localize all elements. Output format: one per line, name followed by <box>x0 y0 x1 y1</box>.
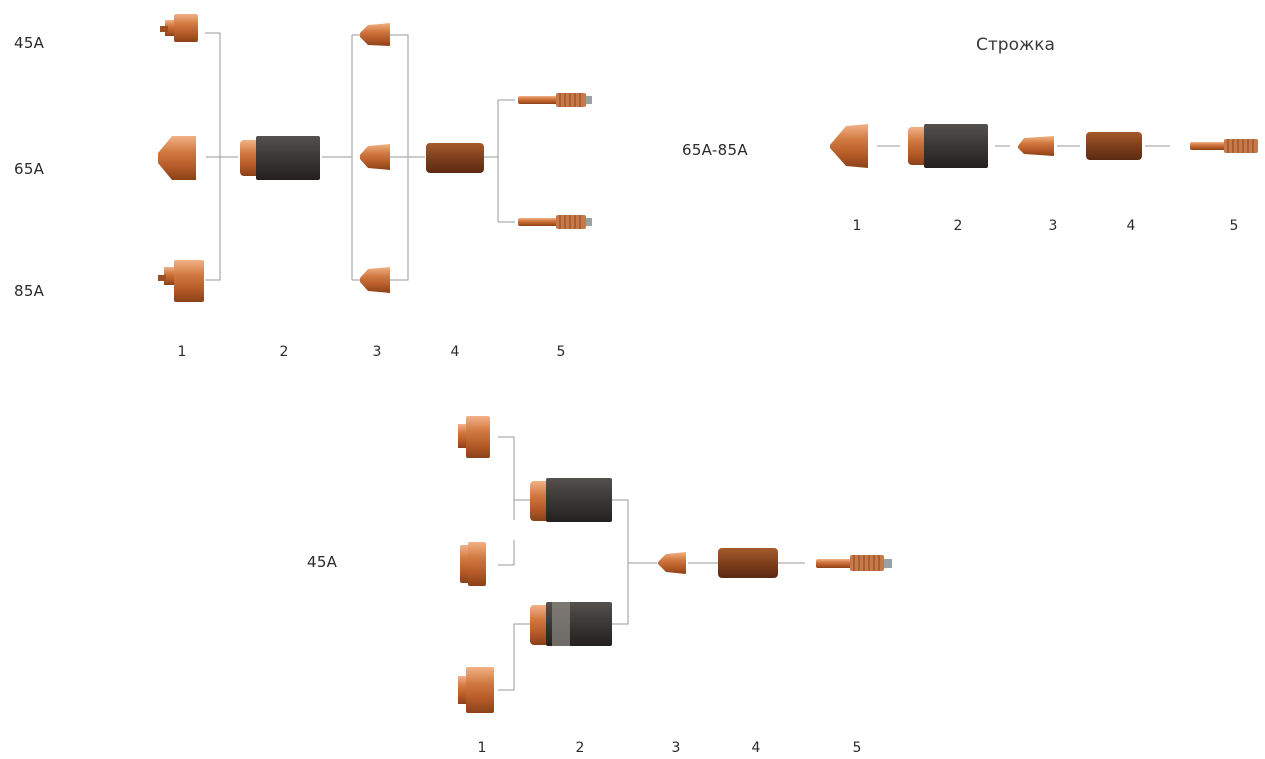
bottom-retaining-cap-ohmic-icon <box>530 602 612 646</box>
nozzle-65a-icon <box>158 136 196 180</box>
retaining-cap-icon <box>240 136 320 180</box>
position-number-2: 2 <box>575 740 585 756</box>
gouging-title: Строжка <box>976 35 1055 55</box>
position-number-5: 5 <box>1229 218 1239 234</box>
position-number-1: 1 <box>852 218 862 234</box>
position-number-2: 2 <box>953 218 963 234</box>
electrode-icon <box>518 215 592 229</box>
amp-label-65a-85a: 65A-85A <box>682 141 748 159</box>
gouging-electrode-icon <box>1190 139 1258 153</box>
position-number-2: 2 <box>279 344 289 360</box>
gouging-shield-icon <box>1018 136 1054 156</box>
gouging-retaining-cap-icon <box>908 124 988 168</box>
bottom-shield-icon <box>458 416 490 458</box>
shield-45a-icon <box>160 14 198 42</box>
bottom-shield-icon <box>460 542 486 586</box>
position-number-4: 4 <box>751 740 761 756</box>
bottom-electrode-icon <box>816 555 892 571</box>
position-number-5: 5 <box>556 344 566 360</box>
main-connectors <box>205 32 515 281</box>
shield-85a-icon <box>158 260 204 302</box>
nozzle-65a-small-icon <box>360 144 390 170</box>
position-number-3: 3 <box>372 344 382 360</box>
amp-label-45a: 45A <box>14 34 45 52</box>
amp-label-85a: 85A <box>14 282 45 300</box>
position-number-3: 3 <box>1048 218 1058 234</box>
nozzle-85a-icon <box>360 267 390 293</box>
position-number-1: 1 <box>477 740 487 756</box>
bottom-shield-icon <box>458 667 494 713</box>
bottom-connectors <box>498 436 805 691</box>
bottom-retaining-cap-icon <box>530 478 612 522</box>
amp-label-65a: 65A <box>14 160 45 178</box>
gouging-nozzle-icon <box>830 124 868 168</box>
position-number-3: 3 <box>671 740 681 756</box>
gouging-swirl-ring-icon <box>1086 132 1142 160</box>
amp-label-45a-bottom: 45A <box>307 553 338 571</box>
position-number-4: 4 <box>450 344 460 360</box>
swirl-ring-icon <box>426 143 484 173</box>
nozzle-45a-icon <box>360 23 390 46</box>
position-number-5: 5 <box>852 740 862 756</box>
bottom-nozzle-icon <box>658 552 686 574</box>
bottom-swirl-ring-icon <box>718 548 778 578</box>
position-number-1: 1 <box>177 344 187 360</box>
position-number-4: 4 <box>1126 218 1136 234</box>
electrode-icon <box>518 93 592 107</box>
